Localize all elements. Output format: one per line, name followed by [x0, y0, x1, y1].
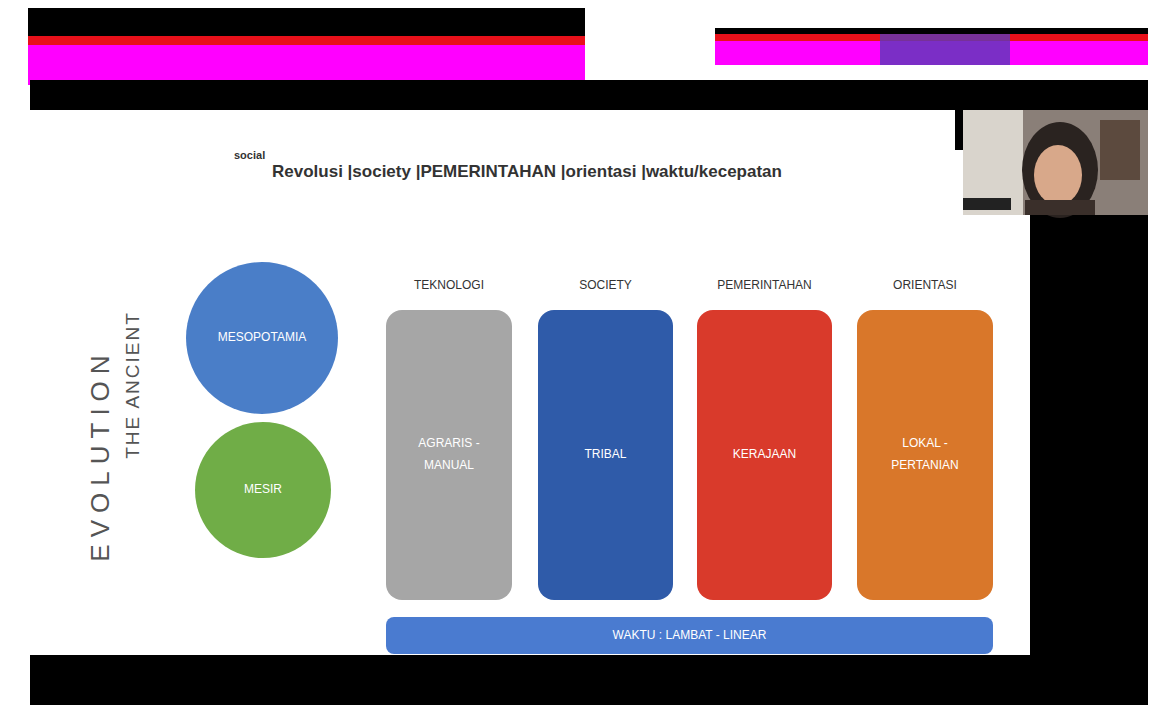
black-side — [1030, 215, 1148, 655]
column-box: SOCIETYTRIBAL — [538, 310, 673, 600]
black-band — [30, 80, 1148, 110]
box-text: AGRARIS - MANUAL — [409, 433, 489, 476]
box-text: WAKTU : LAMBAT - LINEAR — [613, 625, 767, 647]
webcam-picture — [963, 110, 1148, 218]
box-text: MESIR — [244, 479, 282, 501]
box-text: TRIBAL — [584, 444, 626, 466]
column-heading: TEKNOLOGI — [386, 278, 512, 292]
region-circle: MESIR — [195, 422, 331, 558]
black-bottom — [30, 655, 1148, 705]
vertical-subtitle: THE ANCIENT — [122, 311, 144, 459]
red-stripe — [28, 36, 585, 45]
top-bar — [28, 8, 585, 40]
black-mark — [955, 110, 963, 150]
time-bar: WAKTU : LAMBAT - LINEAR — [386, 617, 993, 654]
column-heading: ORIENTASI — [857, 278, 993, 292]
blue-glitch — [880, 34, 1010, 65]
box-text: LOKAL - PERTANIAN — [885, 433, 965, 476]
column-box: TEKNOLOGIAGRARIS - MANUAL — [386, 310, 512, 600]
box-text: KERAJAAN — [733, 444, 796, 466]
column-heading: SOCIETY — [538, 278, 673, 292]
column-box: PEMERINTAHANKERAJAAN — [697, 310, 832, 600]
slide-title: Revolusi |society |PEMERINTAHAN |orienta… — [272, 162, 782, 182]
vertical-title: EVOLUTION — [85, 348, 116, 561]
column-box: ORIENTASILOKAL - PERTANIAN — [857, 310, 993, 600]
edit-note: social — [234, 149, 265, 161]
magenta-stripe — [28, 45, 585, 85]
box-text: MESOPOTAMIA — [218, 327, 306, 349]
region-circle: MESOPOTAMIA — [186, 262, 338, 414]
column-heading: PEMERINTAHAN — [697, 278, 832, 292]
